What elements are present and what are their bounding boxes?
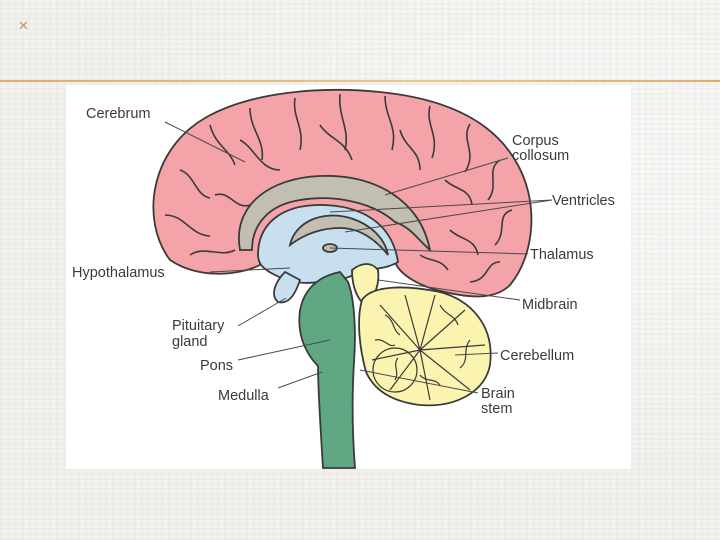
- leader-lines: [164, 121, 553, 394]
- brainstem-region: [298, 271, 356, 469]
- label-brainstem-line2: stem: [481, 401, 512, 417]
- label-thalamus: Thalamus: [530, 247, 594, 263]
- label-corpus-line1: Corpus: [512, 133, 559, 149]
- label-pituitary-line1: Pituitary: [172, 318, 225, 334]
- label-brainstem-line1: Brain: [481, 386, 515, 402]
- label-ventricles: Ventricles: [552, 193, 615, 209]
- cerebrum-gyri: [164, 93, 513, 283]
- pituitary-region: [273, 270, 302, 304]
- label-corpus-line2: collosum: [512, 148, 569, 164]
- label-cerebellum: Cerebellum: [500, 348, 574, 364]
- label-medulla: Medulla: [218, 388, 270, 404]
- corpus-callosum-region: [238, 175, 432, 253]
- label-cerebrum: Cerebrum: [86, 106, 150, 122]
- label-hypothalamus: Hypothalamus: [72, 265, 165, 281]
- label-pituitary-line2: gland: [172, 334, 207, 350]
- slide-top-rule: [0, 80, 720, 82]
- label-midbrain: Midbrain: [522, 297, 578, 313]
- fornix-arc: [288, 214, 389, 256]
- label-pons: Pons: [200, 358, 233, 374]
- slide-corner-mark: ✕: [18, 18, 29, 33]
